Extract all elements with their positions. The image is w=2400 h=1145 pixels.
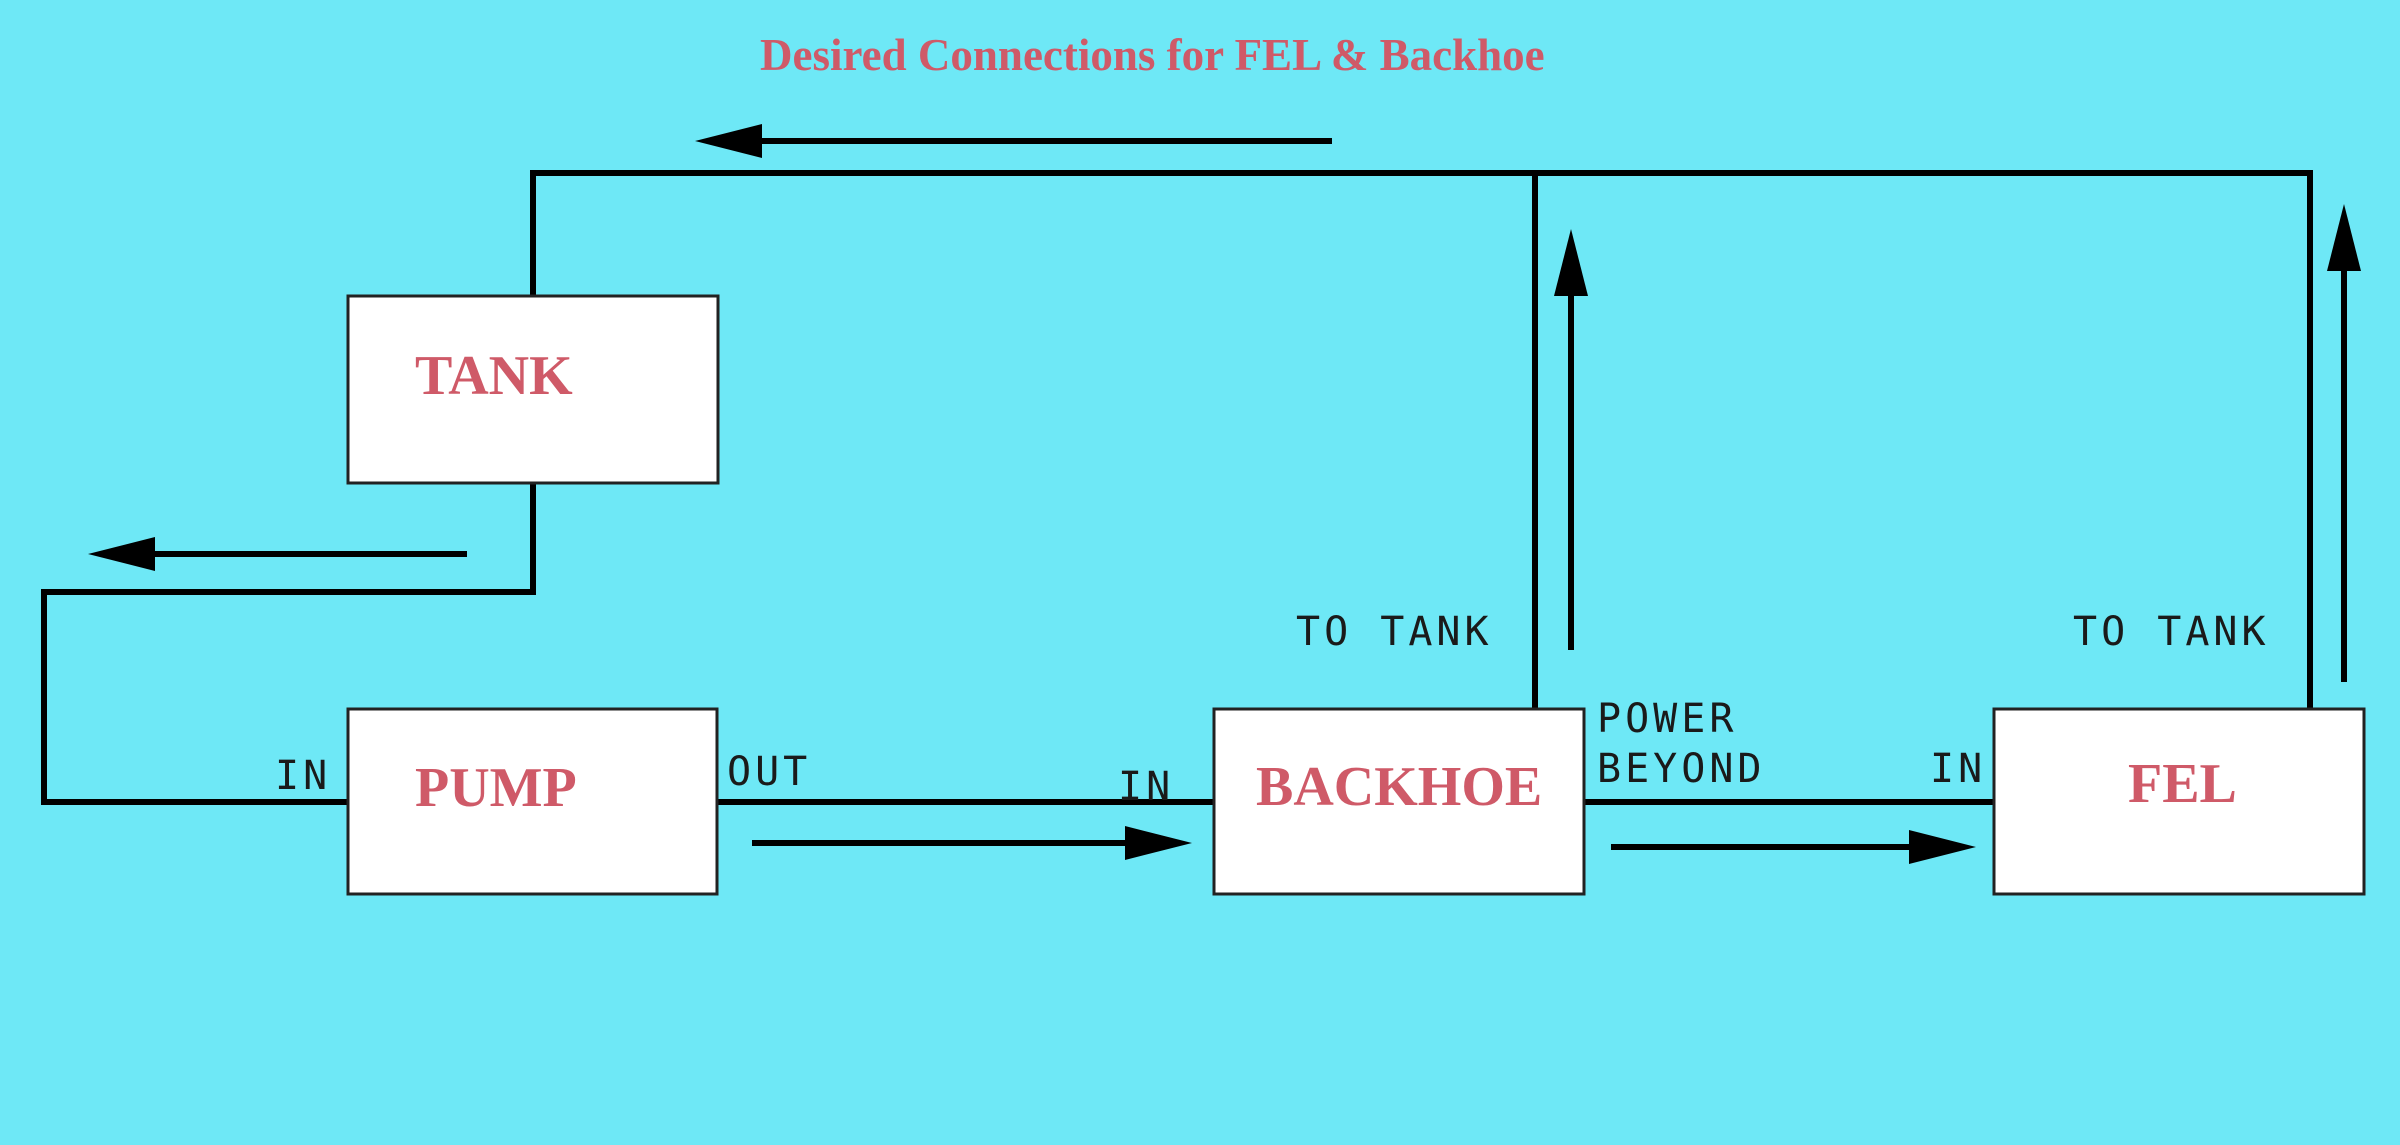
tank-box: TANK <box>346 294 720 485</box>
flow-arrow-top-left <box>695 124 1332 158</box>
backhoe-box: BACKHOE <box>1212 707 1586 896</box>
fel-to-tank-label: TO TANK <box>2073 609 2270 655</box>
return-line-main <box>530 170 2313 708</box>
tank-label: TANK <box>415 345 573 407</box>
diagram-title: Desired Connections for FEL & Backhoe <box>760 30 1545 80</box>
fel-in-label: IN <box>1930 746 1986 792</box>
flow-arrow-backhoe-right <box>1611 830 1976 864</box>
pump-in-label: IN <box>275 753 331 799</box>
power-beyond-label-line2: BEYOND <box>1597 746 1766 792</box>
backhoe-to-tank-label: TO TANK <box>1296 609 1493 655</box>
pump-box: PUMP <box>346 707 719 896</box>
pump-label: PUMP <box>415 757 577 819</box>
pump-out-label: OUT <box>727 749 811 795</box>
flow-arrow-tank-left <box>88 537 467 571</box>
flow-arrow-pump-right <box>752 826 1192 860</box>
backhoe-label: BACKHOE <box>1256 756 1542 818</box>
fel-box: FEL <box>1992 707 2366 896</box>
suction-line <box>41 483 536 805</box>
flow-arrow-backhoe-up <box>1554 229 1588 650</box>
power-beyond-label-line1: POWER <box>1597 696 1737 742</box>
flow-arrow-fel-up <box>2327 204 2361 682</box>
fel-label: FEL <box>2128 753 2237 815</box>
backhoe-in-label: IN <box>1118 764 1174 810</box>
